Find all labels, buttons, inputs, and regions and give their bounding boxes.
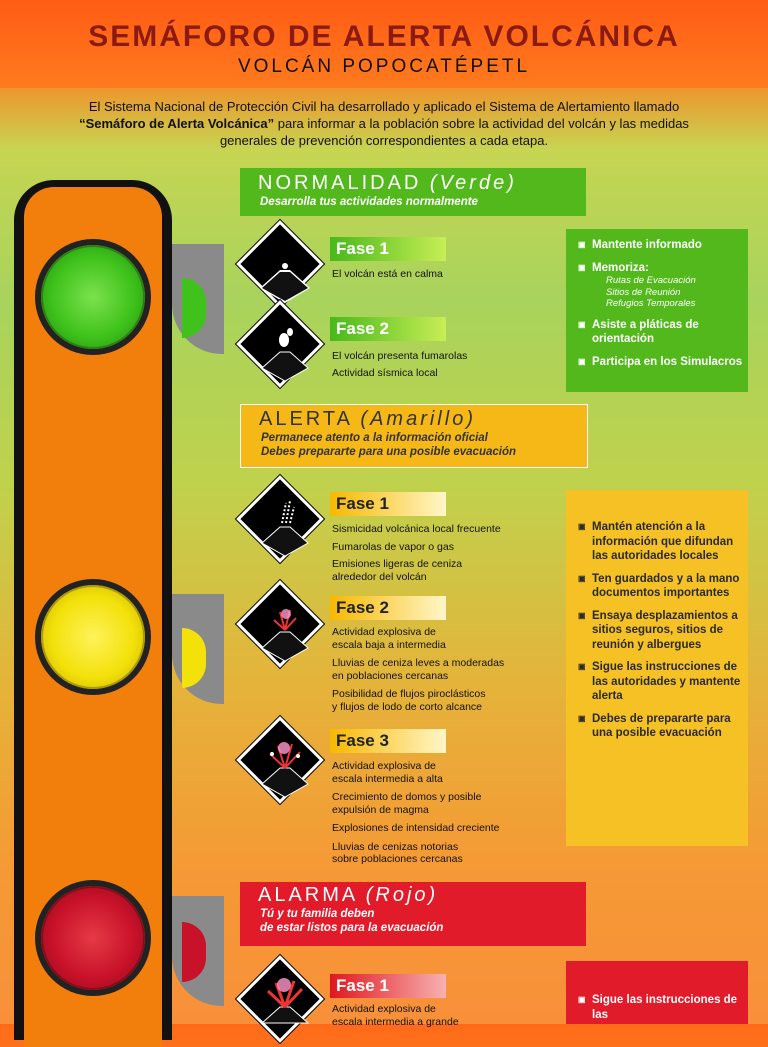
- panel-item: Memoriza: Rutas de Evacuación Sitios de …: [566, 261, 748, 310]
- normalidad-title-text: NORMALIDAD: [258, 172, 422, 194]
- volcano-explosive-low-shape: [261, 609, 309, 662]
- panel-item-text: Ten guardados y a la mano documentos imp…: [592, 572, 740, 600]
- normalidad-panel: Mantente informado Memoriza: Rutas de Ev…: [566, 229, 748, 392]
- desc-line: escala baja a intermedia: [332, 638, 446, 651]
- alerta-line1: Permanece atento a la información oficia…: [261, 432, 488, 444]
- volcano-eruption-shape: [260, 978, 310, 1024]
- desc-line: expulsión de magma: [332, 803, 429, 816]
- desc-line: escala intermedia a alta: [332, 772, 443, 785]
- normalidad-fase1-label: Fase 1: [330, 237, 446, 261]
- alarma-line1: Tú y tu familia deben: [260, 908, 375, 920]
- volcano-calm-shape: [260, 263, 310, 303]
- panel-subitem: Sitios de Reunión: [606, 286, 681, 298]
- intro-paragraph: El Sistema Nacional de Protección Civil …: [60, 98, 708, 149]
- desc-line: Emisiones ligeras de ceniza: [332, 558, 463, 570]
- desc-line: El volcán está en calma: [332, 268, 443, 280]
- alerta-color-label: (Amarillo): [360, 408, 476, 430]
- desc-line: Lluvias de cenizas notorias: [332, 840, 459, 853]
- desc-line: Actividad explosiva de: [332, 1003, 436, 1015]
- panel-item: Mantente informado: [566, 238, 748, 253]
- normalidad-title: NORMALIDAD (Verde): [240, 168, 586, 195]
- page-subtitle: VOLCÁN POPOCATÉPETL: [237, 56, 531, 77]
- panel-item-text: Mantén atención a la información que dif…: [592, 521, 734, 562]
- alarma-fase1-label: Fase 1: [330, 974, 446, 998]
- panel-item: Sigue las instrucciones de las: [566, 993, 748, 1022]
- panel-item-text: Participa en los Simulacros: [592, 355, 743, 368]
- panel-item-text: Memoriza:: [592, 261, 649, 274]
- alerta-fase2-desc: Actividad explosiva de escala baja a int…: [332, 626, 532, 713]
- alarma-fase1-desc: Actividad explosiva de escala intermedia…: [332, 1003, 532, 1028]
- panel-subitem: Refugios Temporales: [606, 298, 696, 309]
- desc-line: Actividad explosiva de: [332, 626, 436, 638]
- panel-item-text: Sigue las instrucciones de las: [592, 994, 738, 1021]
- desc-line: sobre poblaciones cercanas: [332, 853, 463, 865]
- alarma-color-label: (Rojo): [365, 884, 439, 906]
- alarma-title-text: ALARMA: [258, 884, 358, 906]
- panel-item: Participa en los Simulacros: [566, 355, 748, 370]
- desc-line: Actividad sísmica local: [332, 367, 438, 379]
- desc-line: Actividad explosiva de: [332, 760, 436, 772]
- alerta-title-text: ALERTA: [259, 408, 352, 430]
- volcano-ash-shape: [261, 500, 309, 557]
- panel-item: Debes de prepararte para una posible eva…: [566, 712, 748, 741]
- panel-item: Sigue las instrucciones de las autoridad…: [566, 660, 748, 704]
- panel-item: Mantén atención a la información que dif…: [566, 520, 748, 564]
- desc-line: Sismicidad volcánica local frecuente: [332, 523, 501, 535]
- alerta-fase1-label: Fase 1: [330, 492, 446, 516]
- desc-line: Fumarolas de vapor o gas: [332, 540, 454, 553]
- normalidad-header: NORMALIDAD (Verde) Desarrolla tus activi…: [240, 168, 586, 216]
- alerta-fase3-desc: Actividad explosiva de escala intermedia…: [332, 760, 532, 866]
- desc-line: Explosiones de intensidad creciente: [332, 822, 500, 834]
- panel-item-text: Sigue las instrucciones de las autoridad…: [592, 661, 741, 702]
- normalidad-color-label: (Verde): [429, 172, 517, 194]
- panel-item: Ten guardados y a la mano documentos imp…: [566, 572, 748, 601]
- alarma-title: ALARMA (Rojo): [240, 882, 586, 907]
- intro-text-before: El Sistema Nacional de Protección Civil …: [88, 99, 680, 114]
- green-lamp: [41, 245, 145, 349]
- desc-line: alrededor del volcán: [332, 570, 427, 583]
- desc-line: escala intermedia a grande: [332, 1015, 459, 1028]
- intro-bold: “Semáforo de Alerta Volcánica”: [79, 116, 275, 131]
- panel-item: Asiste a pláticas de orientación: [566, 318, 748, 347]
- alarma-header: ALARMA (Rojo) Tú y tu familia deben de e…: [240, 882, 586, 946]
- volcano-fumarole-shape: [261, 328, 309, 382]
- panel-item-text: Debes de prepararte para una posible eva…: [592, 712, 731, 740]
- page-title: SEMÁFORO DE ALERTA VOLCÁNICA: [88, 20, 680, 53]
- panel-item-text: Asiste a pláticas de orientación: [592, 318, 699, 346]
- normalidad-fase2-label: Fase 2: [330, 317, 446, 341]
- desc-line: y flujos de lodo de corto alcance: [332, 700, 483, 713]
- alerta-title: ALERTA (Amarillo): [241, 405, 587, 431]
- alerta-fase3-label: Fase 3: [330, 729, 446, 753]
- desc-line: Posibilidad de flujos piroclásticos: [332, 688, 486, 700]
- alerta-fase1-desc: Sismicidad volcánica local frecuente Fum…: [332, 523, 532, 583]
- alerta-fase2-label: Fase 2: [330, 596, 446, 620]
- red-lamp: [41, 886, 145, 990]
- desc-line: Lluvias de ceniza leves a moderadas: [332, 657, 505, 669]
- normalidad-line1: Desarrolla tus actividades normalmente: [260, 196, 478, 208]
- panel-subitem: Rutas de Evacuación: [606, 275, 696, 286]
- header-band: [0, 0, 768, 88]
- alerta-header: ALERTA (Amarillo) Permanece atento a la …: [240, 404, 588, 468]
- alarma-panel: Sigue las instrucciones de las: [566, 961, 748, 1024]
- yellow-lamp: [41, 585, 145, 689]
- panel-item-text: Mantente informado: [592, 239, 702, 251]
- desc-line: Crecimiento de domos y posible: [332, 791, 482, 803]
- volcano-explosive-high-shape: [261, 742, 309, 798]
- alerta-panel: Mantén atención a la información que dif…: [566, 490, 748, 846]
- alerta-line2: Debes prepararte para una posible evacua…: [261, 446, 517, 458]
- normalidad-fase1-desc: El volcán está en calma: [332, 268, 532, 281]
- panel-item-text: Ensaya desplazamientos a sitios seguros,…: [592, 609, 738, 651]
- desc-line: El volcán presenta fumarolas: [332, 350, 468, 362]
- normalidad-fase2-desc: El volcán presenta fumarolas Actividad s…: [332, 348, 532, 382]
- alarma-line2: de estar listos para la evacuación: [260, 922, 444, 934]
- panel-item: Ensaya desplazamientos a sitios seguros,…: [566, 609, 748, 653]
- desc-line: en poblaciones cercanas: [332, 669, 449, 682]
- intro-text-after: para informar a la población sobre la ac…: [219, 116, 689, 148]
